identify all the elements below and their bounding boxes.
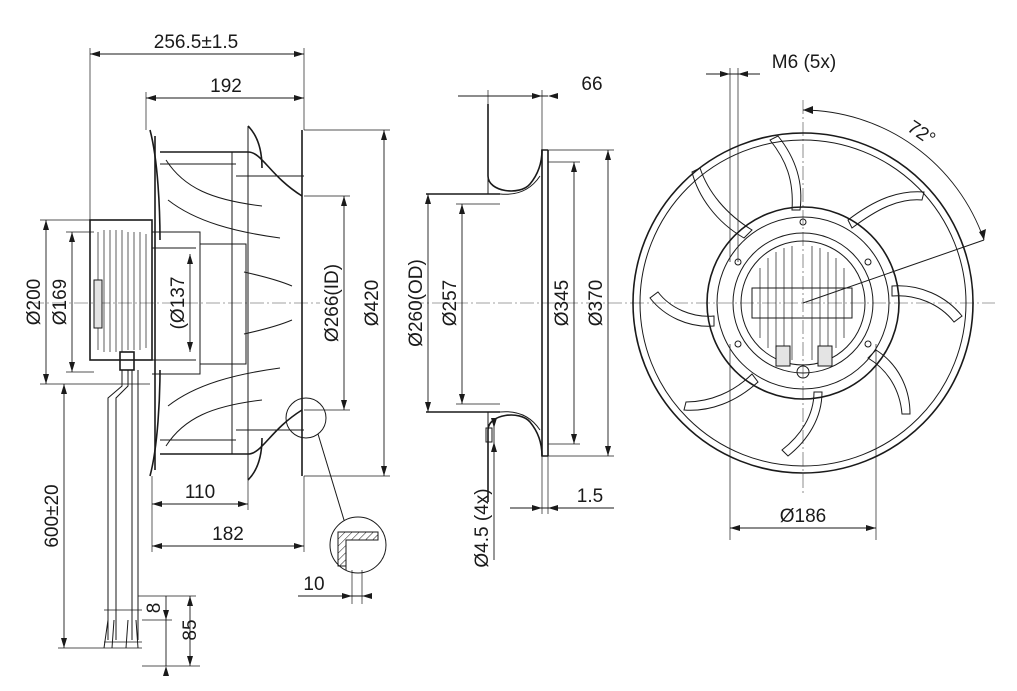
- label-ring-260-od: Ø260(OD): [406, 259, 427, 347]
- label-front-m6: M6 (5x): [772, 52, 836, 73]
- label-ring-370: Ø370: [586, 280, 607, 326]
- inlet-ring-view: 66 Ø260(OD) Ø257 Ø345 Ø370 Ø4.5 (4x) 1.5: [406, 74, 630, 568]
- ring-labels: 66 Ø260(OD) Ø257 Ø345 Ø370 Ø4.5 (4x) 1.5: [406, 74, 607, 568]
- label-front-72: 72°: [903, 117, 939, 150]
- label-ring-45-4x: Ø4.5 (4x): [472, 488, 493, 567]
- label-overall-length: 256.5±1.5: [154, 32, 238, 53]
- side-labels: 256.5±1.5 192 110 182 Ø200 Ø169 (Ø137 Ø2…: [24, 32, 383, 641]
- label-dia-266-id: Ø266(ID): [322, 264, 343, 342]
- label-cable-85: 85: [180, 619, 201, 640]
- side-dimensions: [40, 48, 390, 676]
- impeller-blades: [649, 135, 963, 457]
- label-ring-257: Ø257: [440, 280, 461, 326]
- label-182: 182: [212, 524, 244, 545]
- label-front-186: Ø186: [780, 506, 826, 527]
- motor-detail: [734, 218, 985, 379]
- label-dia-137: (Ø137: [168, 277, 189, 330]
- detail-callout: [285, 397, 387, 574]
- front-view: M6 (5x) 72° Ø186: [630, 52, 995, 540]
- label-ring-66: 66: [581, 74, 602, 95]
- label-cable-8: 8: [144, 603, 165, 614]
- label-192: 192: [210, 76, 242, 97]
- label-110: 110: [185, 482, 215, 503]
- label-cable-length: 600±20: [42, 484, 63, 547]
- motor-outer-ring: [706, 206, 900, 400]
- front-labels: M6 (5x) 72° Ø186: [772, 52, 939, 527]
- impeller-side: [149, 125, 304, 481]
- label-detail-10: 10: [303, 574, 324, 595]
- impeller-outer-ring: [632, 132, 974, 474]
- impeller-inner-ring: [639, 139, 967, 467]
- label-dia-169: Ø169: [50, 279, 71, 325]
- front-dimensions: [706, 68, 986, 540]
- label-dia-200: Ø200: [24, 279, 45, 325]
- motor: [89, 219, 247, 375]
- label-ring-15: 1.5: [577, 486, 603, 507]
- cable: [103, 351, 142, 649]
- label-ring-345: Ø345: [552, 280, 573, 326]
- side-view: 256.5±1.5 192 110 182 Ø200 Ø169 (Ø137 Ø2…: [24, 32, 390, 676]
- ring-dimensions: [425, 90, 614, 560]
- label-dia-420: Ø420: [362, 280, 383, 326]
